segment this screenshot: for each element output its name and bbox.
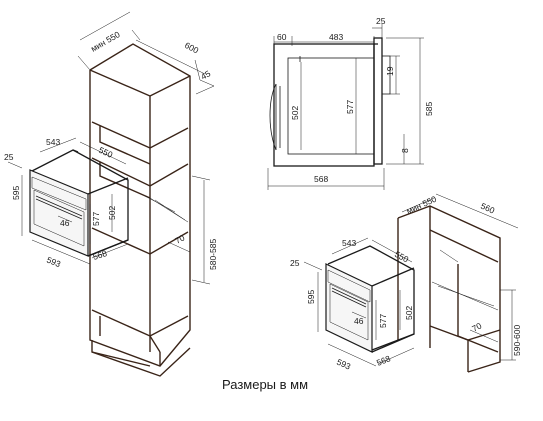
niche-height-label: 580-585 <box>208 239 218 270</box>
under-cabinet-dimensions: мин 550 560 70 590-600 <box>401 194 522 361</box>
under-niche-height-label: 590-600 <box>512 325 522 356</box>
side-top-panel-label: 25 <box>376 16 386 26</box>
side-body-height-label: 577 <box>345 100 355 114</box>
side-view-dimensions: 60 483 25 502 577 585 19 8 568 <box>267 16 434 190</box>
left-oven-dimensions: 543 550 25 595 577 502 46 593 568 <box>4 137 129 270</box>
cabinet-side-offset-label: 45 <box>199 68 212 82</box>
left-body-height-label: 577 <box>91 212 101 226</box>
side-total-depth-label: 568 <box>314 174 328 184</box>
right-body-depth-label: 550 <box>393 249 410 265</box>
right-oven <box>325 245 415 353</box>
left-inner-height-label: 502 <box>107 206 117 220</box>
under-cabinet <box>397 205 501 373</box>
right-panel-depth-label: 25 <box>290 258 300 268</box>
left-oven <box>29 149 129 257</box>
side-total-height-label: 585 <box>424 102 434 116</box>
right-oven-dimensions: 543 550 25 595 577 502 46 593 568 <box>290 237 415 372</box>
right-body-height-label: 577 <box>378 314 388 328</box>
left-panel-depth-label: 25 <box>4 152 14 162</box>
left-body-width-label: 543 <box>46 137 60 147</box>
cabinet-depth-label: 600 <box>183 40 200 56</box>
under-width-label: мин 550 <box>405 194 438 216</box>
side-top-front-label: 60 <box>277 32 287 42</box>
cabinet-width-label: мин 550 <box>89 29 122 54</box>
right-body-width-label: 543 <box>342 238 356 248</box>
right-inner-height-label: 502 <box>404 306 414 320</box>
left-handle-offset-label: 46 <box>60 218 70 228</box>
under-depth-label: 560 <box>479 201 496 216</box>
tall-cabinet <box>89 43 191 377</box>
side-gap-top-label: 19 <box>385 66 395 76</box>
right-handle-offset-label: 46 <box>354 316 364 326</box>
niche-depth-label: 70 <box>173 232 186 245</box>
left-front-width-label: 593 <box>45 255 62 270</box>
left-front-height-label: 595 <box>11 186 21 200</box>
side-inner-height-label: 502 <box>290 106 300 120</box>
caption: Размеры в мм <box>222 377 309 392</box>
left-bottom-width-label: 568 <box>92 248 109 262</box>
side-top-body-label: 483 <box>329 32 343 42</box>
right-front-height-label: 595 <box>306 290 316 304</box>
under-niche-depth-label: 70 <box>470 320 483 333</box>
right-bottom-width-label: 568 <box>375 353 392 368</box>
side-view <box>269 37 391 167</box>
right-front-width-label: 593 <box>335 357 352 372</box>
side-gap-bottom-label: 8 <box>400 148 410 153</box>
